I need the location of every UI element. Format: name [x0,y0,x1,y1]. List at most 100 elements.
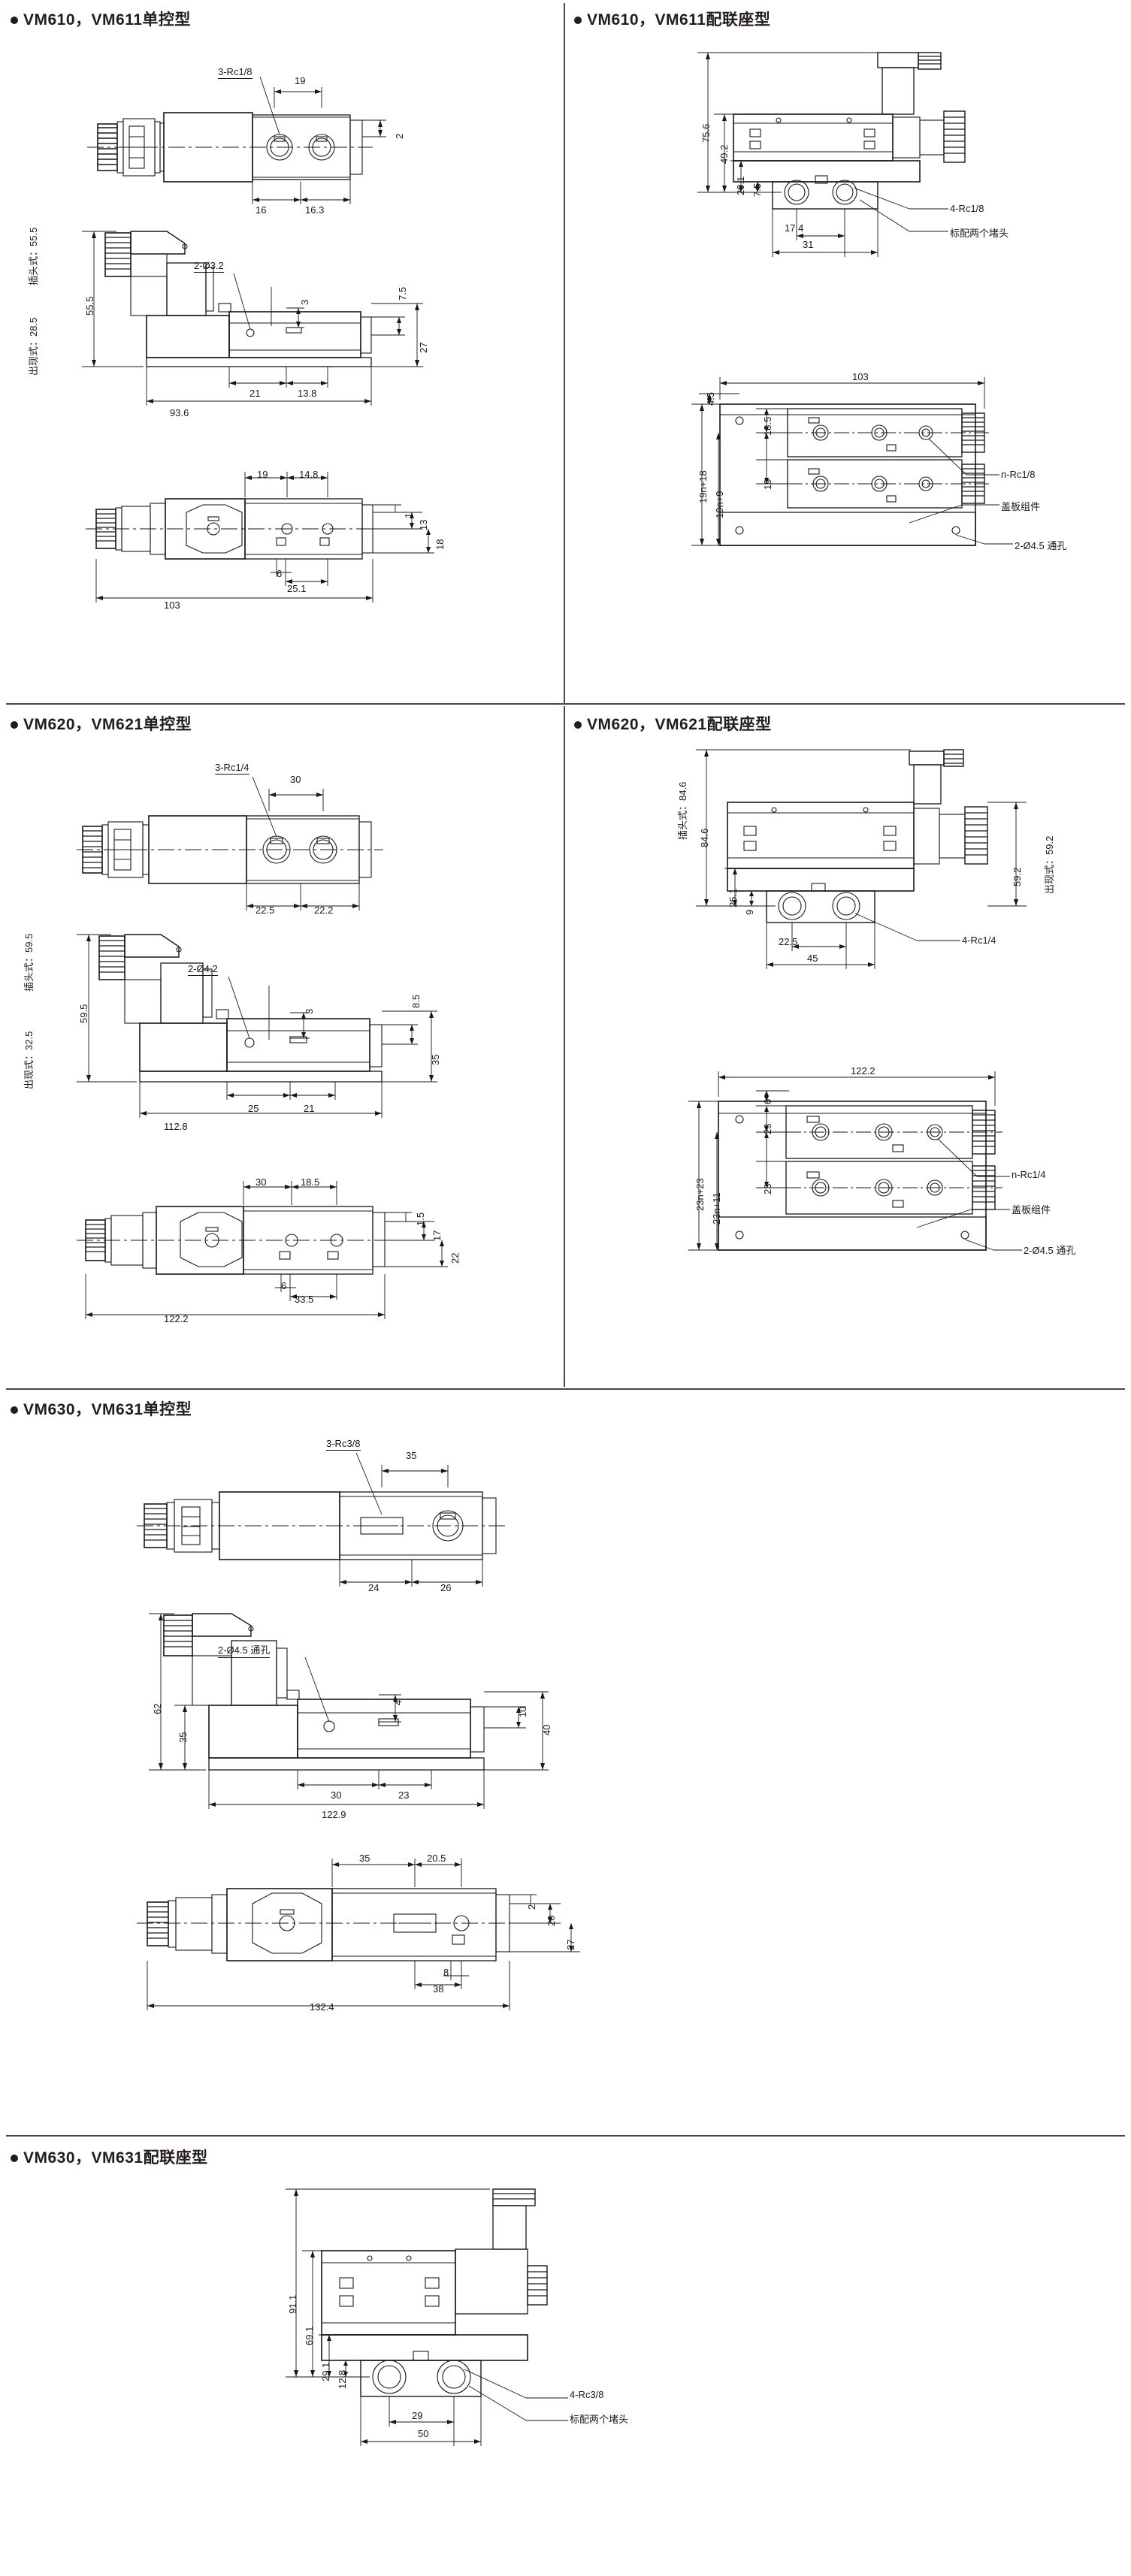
label-2-o3-2: 2-Ø3.2 [194,260,224,273]
drawing-vm610-single-bottom [83,472,443,616]
dim-35-630: 35 [177,1732,189,1743]
section-title-text: VM610，VM611单控型 [23,11,191,29]
dim-29: 29 [412,2410,423,2421]
label-cover-plate: 盖板组件 [1001,501,1041,512]
dim-122-2-bottom: 122.2 [164,1313,189,1324]
dim-16: 16 [256,204,267,216]
dim-25-1-620: 25.1 [727,888,739,907]
dim-17-4: 17.4 [785,222,804,234]
section-title-vm620-single: VM620，VM621单控型 [11,712,192,735]
rule-row3-bottom [6,2135,1125,2137]
dim-19n-18: 19n+18 [697,470,709,503]
dim-14-8: 14.8 [299,469,319,480]
dim-29-1: 29.1 [320,2362,331,2381]
section-title-vm630-manifold: VM630，VM631配联座型 [11,2146,208,2168]
dim-23n-11: 23n+11 [711,1192,722,1225]
drawing-vm630-manifold-front [271,2179,751,2554]
label-4-rc38: 4-Rc3/8 [570,2389,604,2400]
drawing-vm620-single-front [68,929,458,1118]
dim-1: 1 [403,512,414,518]
dim-18-5-620: 18.5 [301,1176,320,1188]
dim-8-5: 8.5 [410,994,422,1008]
label-3-rc18: 3-Rc1/8 [218,66,253,79]
section-title-text: VM620，VM621配联座型 [587,716,772,733]
dim-50: 50 [418,2428,429,2439]
dim-7-5-manifold: 7.5 [751,183,763,197]
dim-35-620: 35 [430,1054,441,1065]
dim-38: 38 [433,1983,444,1995]
drawing-vm630-single-top [135,1452,691,1587]
dim-25-1: 25.1 [287,583,307,594]
note-two-plugs: 标配两个堵头 [950,228,1009,239]
dim-3-620: 3 [304,1008,315,1014]
dim-24: 24 [368,1582,380,1593]
note-plug-type-84-6: 插头式：84.6 [677,781,688,840]
dim-1-5: 1.5 [415,1212,426,1226]
note-plug-type-59-5: 插头式：59.5 [23,933,35,992]
dim-13: 13 [418,519,429,530]
dim-20-630: 20 [546,1915,557,1926]
note-outlet-type-32-5: 出现式：32.5 [23,1031,35,1089]
dim-75-6: 75.6 [700,123,712,143]
drawing-vm610-manifold-top [661,376,1082,601]
dim-23-b: 23 [762,1183,773,1194]
dim-13-8: 13.8 [298,388,317,399]
dim-91-1: 91.1 [287,2294,298,2314]
section-title-vm610-manifold: VM610，VM611配联座型 [574,8,770,30]
dim-4-630: 4 [392,1699,404,1705]
label-3-rc14: 3-Rc1/4 [215,762,249,775]
label-n-rc18: n-Rc1/8 [1001,469,1036,480]
dim-17-620: 17 [431,1230,443,1241]
label-4-rc18: 4-Rc1/8 [950,203,984,214]
dim-2-right: 2 [394,133,405,139]
dim-10: 10 [517,1706,528,1717]
dim-40: 40 [541,1724,552,1735]
dim-59-2: 59.2 [1012,867,1023,886]
bullet-icon [11,1406,18,1414]
dim-93-6: 93.6 [170,407,189,418]
dim-35-630-bottom: 35 [359,1853,370,1864]
dim-132-4: 132.4 [310,2001,334,2013]
section-title-text: VM630，VM631配联座型 [23,2149,208,2167]
dim-18: 18 [434,539,446,550]
dim-23n-23: 23n+23 [694,1178,706,1211]
bullet-icon [574,17,582,24]
label-cover-plate-620: 盖板组件 [1012,1204,1051,1216]
note-outlet-type-59-2: 出现式：59.2 [1044,835,1055,894]
dim-7-5: 7.5 [397,286,408,300]
dim-59-5: 59.5 [78,1004,89,1023]
dim-31: 31 [803,239,814,250]
rule-row1-bottom [6,703,1125,705]
rule-row2-bottom [6,1388,1125,1390]
label-4-rc14: 4-Rc1/4 [962,935,996,946]
dim-3: 3 [299,299,310,305]
dim-55-5: 55.5 [84,296,95,316]
dim-30-bottom: 30 [256,1176,267,1188]
section-title-vm610-single: VM610，VM611单控型 [11,8,191,30]
dim-33-5: 33.5 [295,1294,314,1305]
dim-18-5: 18.5 [762,416,773,436]
dim-9: 9 [744,909,755,915]
dim-20-1: 20.1 [735,176,746,195]
note-plug-type-55-5: 插头式：55.5 [28,227,39,285]
dim-45: 45 [807,953,818,964]
dim-19-manifold: 19 [762,479,773,490]
dim-8-630: 8 [443,1967,449,1978]
dim-6-620: 6 [281,1280,287,1291]
bullet-icon [574,721,582,729]
dim-6-manifold: 6 [762,1098,773,1104]
dim-122-2-top: 122.2 [851,1065,875,1077]
section-title-text: VM620，VM621单控型 [23,716,192,733]
bullet-icon [11,17,18,24]
dim-26: 26 [440,1582,452,1593]
label-n-rc14: n-Rc1/4 [1012,1169,1046,1180]
section-title-vm620-manifold: VM620，VM621配联座型 [574,712,772,735]
dim-12-8: 12.8 [337,2369,348,2389]
note-outlet-type-28-5: 出现式：28.5 [28,317,39,376]
dim-62: 62 [152,1703,163,1714]
drawing-vm610-single-top [83,76,436,204]
rule-col-divider-row2 [564,706,565,1387]
dim-22-5: 22.5 [256,904,275,916]
dim-35-630-top: 35 [406,1450,417,1461]
drawing-vm620-manifold-front [661,744,1090,1044]
